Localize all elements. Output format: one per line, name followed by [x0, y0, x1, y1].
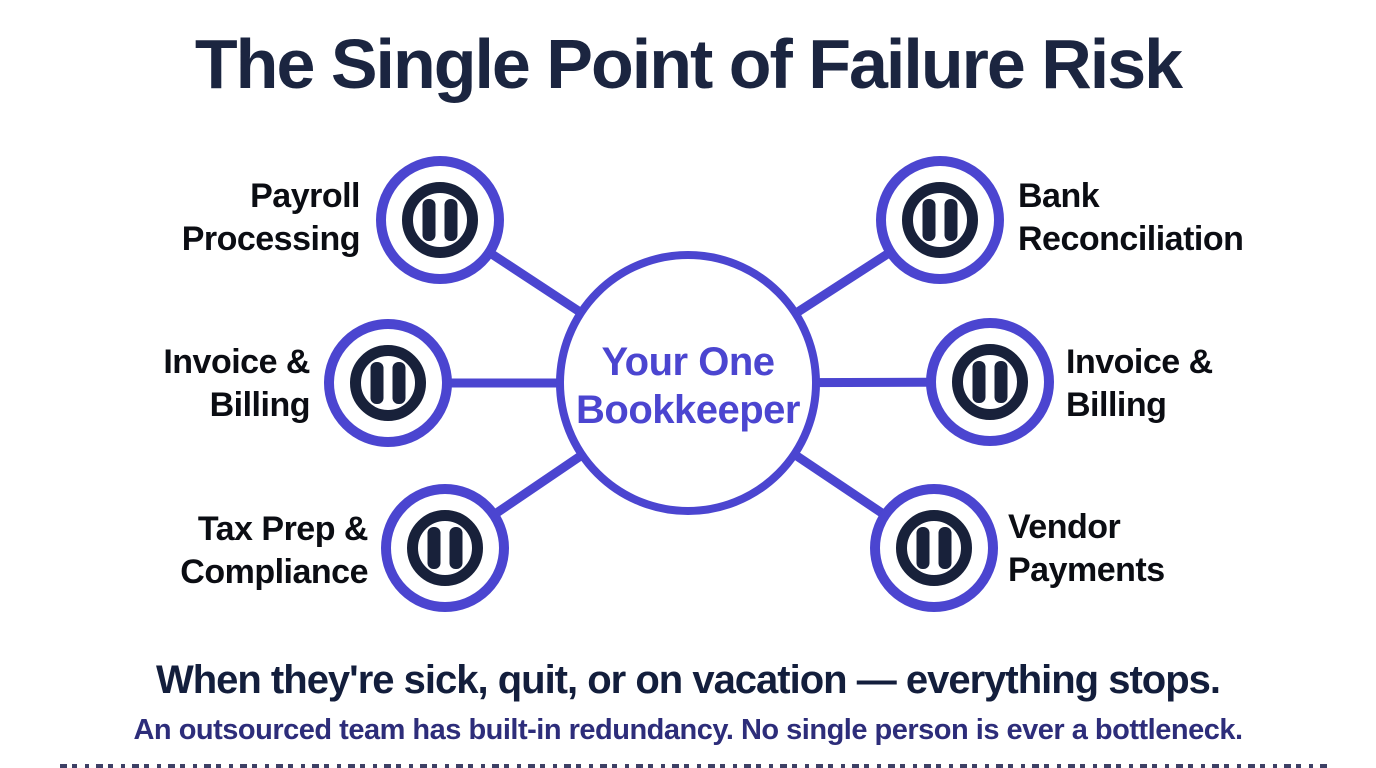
- center-node-circle: [556, 251, 820, 515]
- footer-subtext: An outsourced team has built-in redundan…: [133, 714, 1243, 746]
- pause-icon-tax: [381, 484, 509, 612]
- pause-icon-bank: [876, 156, 1004, 284]
- footer-headline: When they're sick, quit, or on vacation …: [155, 658, 1221, 702]
- node-label-invoice-billing-right: Invoice & Billing: [1066, 343, 1213, 424]
- clipped-text-line: [60, 764, 1331, 768]
- node-label-bank-reconciliation: Bank Reconciliation: [1018, 177, 1244, 258]
- node-label-invoice-billing-left: Invoice & Billing: [163, 343, 310, 424]
- center-node-label: Your One Bookkeeper: [576, 340, 800, 432]
- page-title: The Single Point of Failure Risk: [194, 25, 1183, 103]
- pause-icon-vendor: [870, 484, 998, 612]
- node-label-vendor-payments: Vendor Payments: [1008, 508, 1165, 589]
- pause-icon-invoice-left: [324, 319, 452, 447]
- node-label-payroll-processing: Payroll Processing: [181, 177, 361, 258]
- node-label-tax-prep-compliance: Tax Prep & Compliance: [180, 510, 368, 591]
- pause-icon-payroll: [376, 156, 504, 284]
- pause-icon-invoice-right: [926, 318, 1054, 446]
